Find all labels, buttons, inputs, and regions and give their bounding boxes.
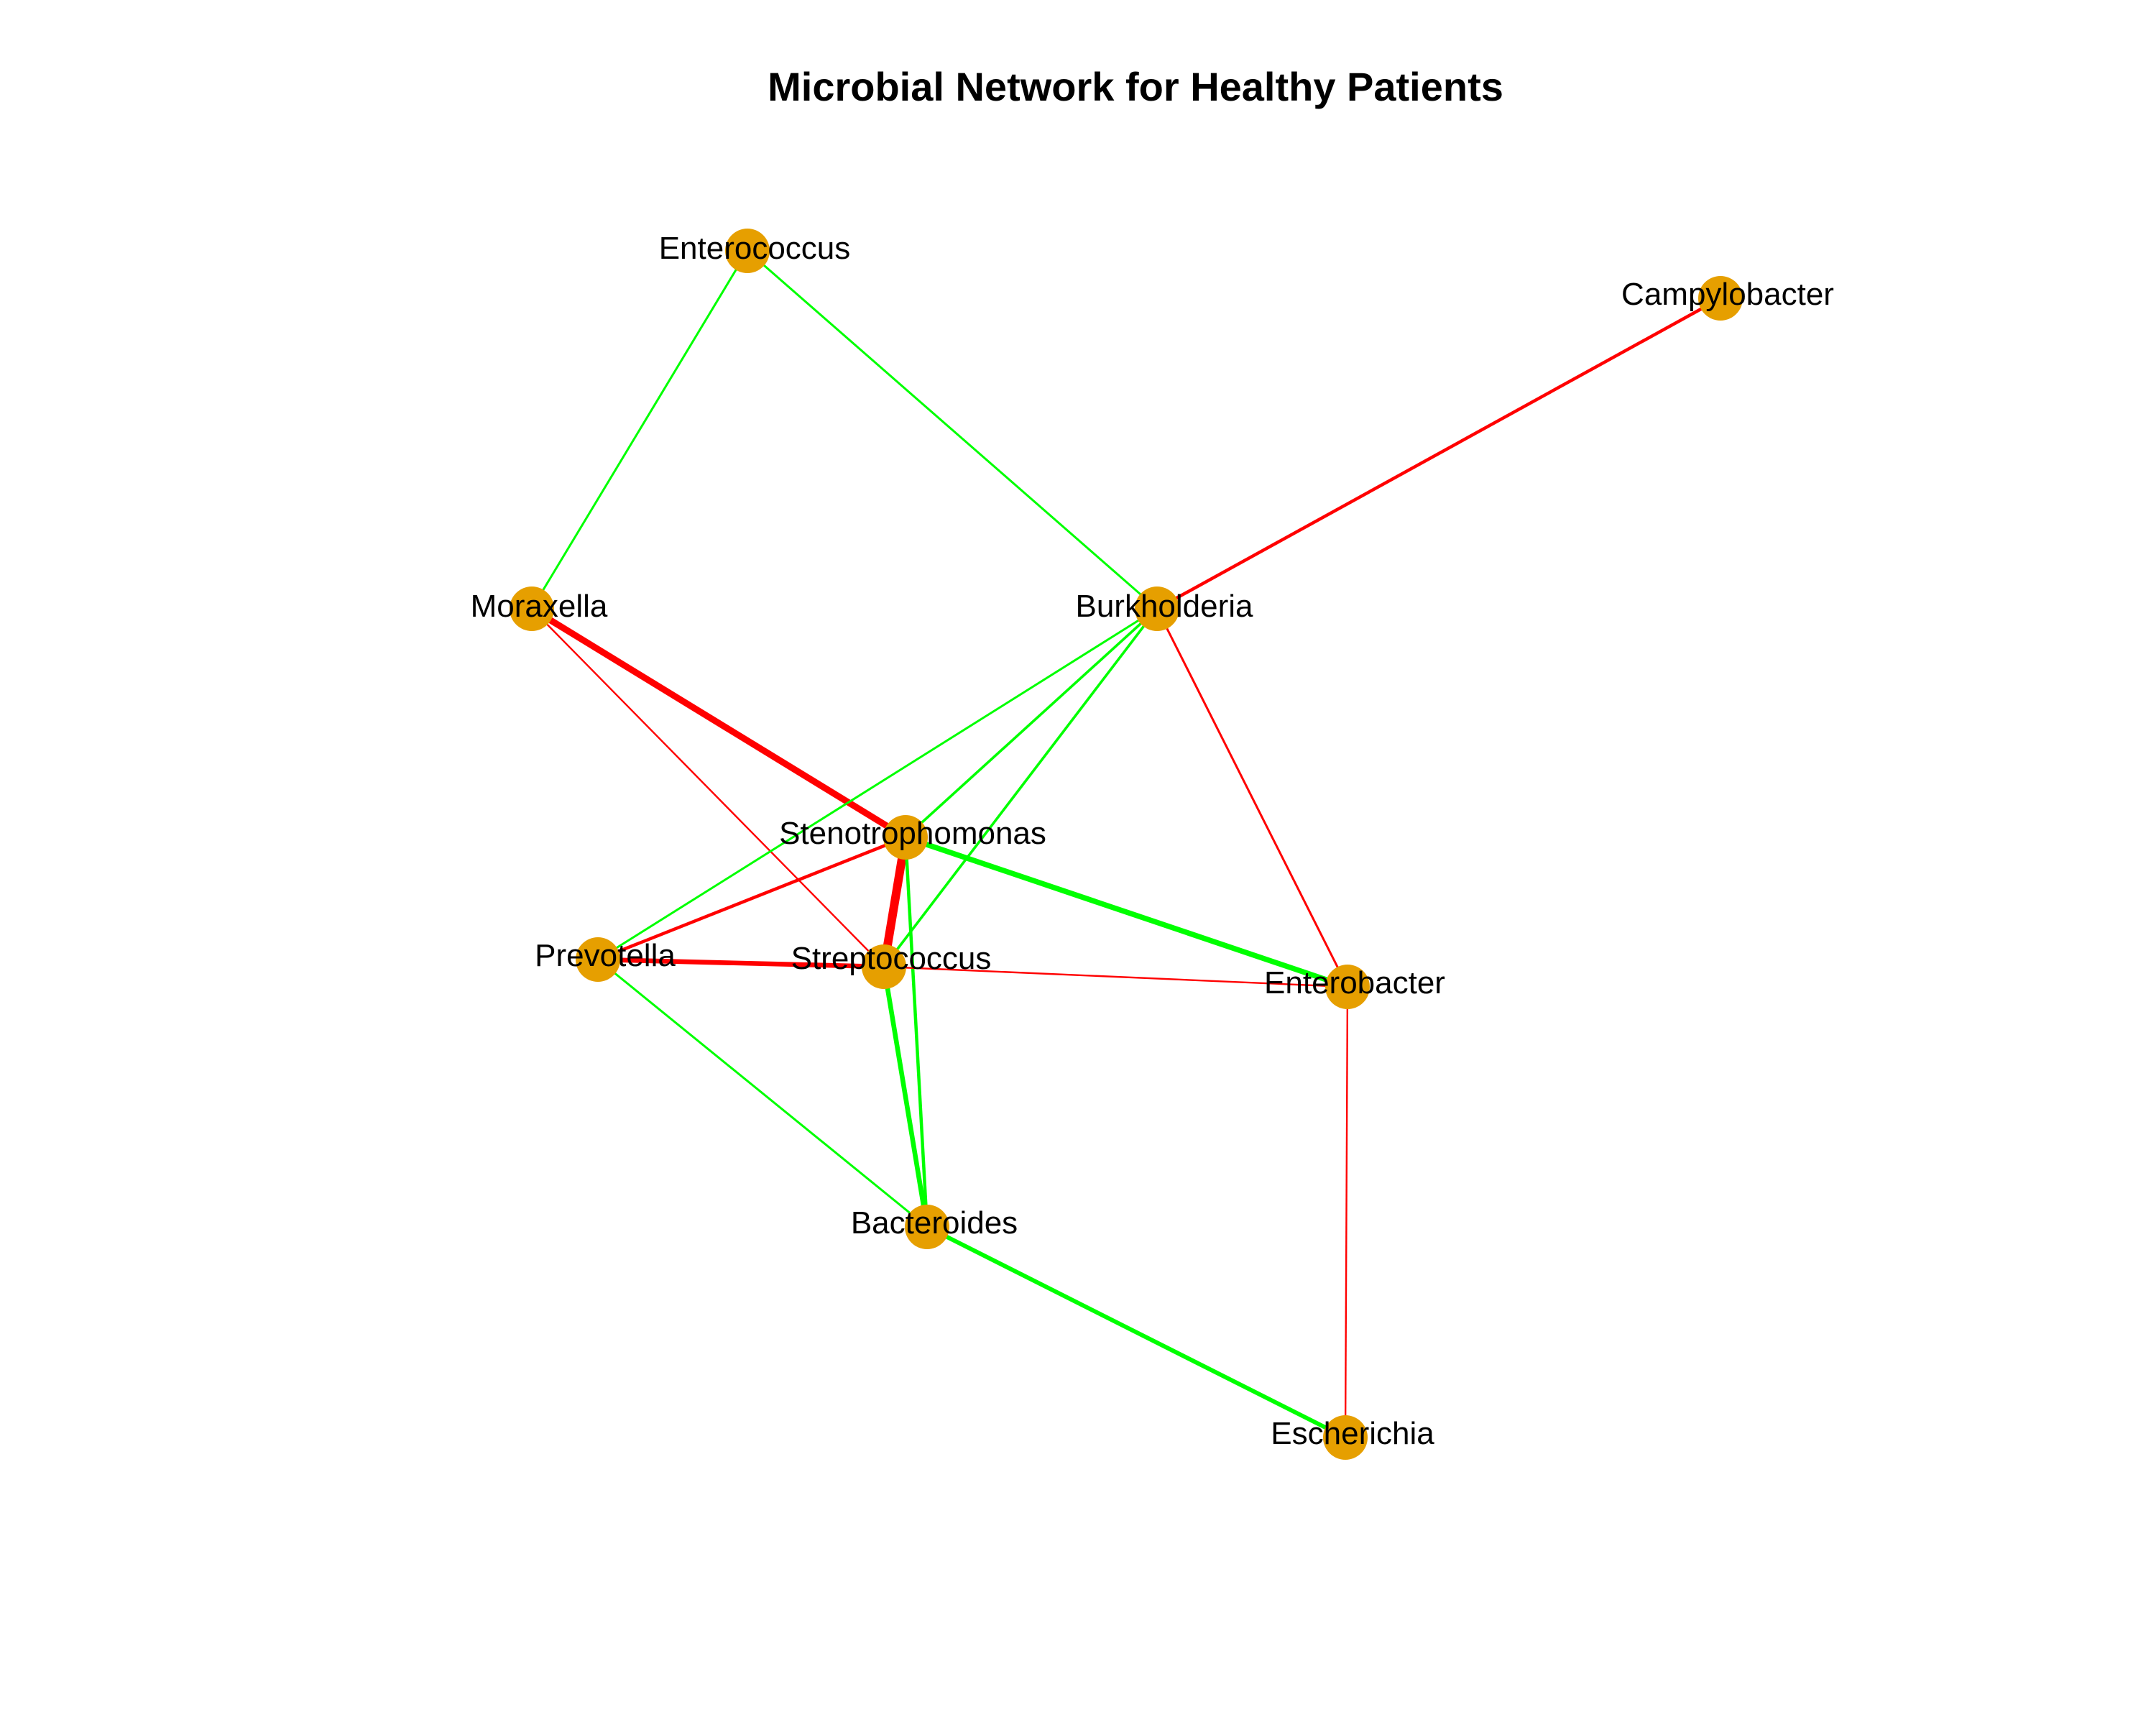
edge-stenotrophomonas-bacteroides [903, 837, 929, 1228]
node-enterobacter[interactable] [1325, 965, 1370, 1009]
node-label-prevotella: Prevotella [535, 938, 676, 973]
node-burkholderia[interactable] [1135, 586, 1179, 631]
edge-burkholderia-enterobacter [1156, 608, 1349, 988]
edge-moraxella-streptococcus [531, 608, 885, 967]
edge-burkholderia-prevotella [597, 607, 1158, 961]
edge-streptococcus-bacteroides [881, 966, 930, 1228]
node-label-burkholderia: Burkholderia [1075, 589, 1253, 624]
edge-stenotrophomonas-enterobacter [904, 834, 1349, 990]
nodes-layer [510, 229, 1743, 1460]
edge-enterobacter-escherichia [1344, 986, 1349, 1438]
edges-layer [530, 249, 1722, 1440]
node-bacteroides[interactable] [905, 1205, 949, 1249]
node-label-moraxella: Moraxella [471, 589, 608, 624]
node-label-stenotrophomonas: Stenotrophomonas [779, 816, 1046, 851]
node-label-enterococcus: Enterococcus [659, 231, 851, 266]
edge-stenotrophomonas-prevotella [597, 835, 906, 962]
node-prevotella[interactable] [576, 937, 620, 982]
edge-campylobacter-burkholderia [1156, 297, 1722, 610]
node-label-enterobacter: Enterobacter [1264, 965, 1445, 1000]
edge-bacteroides-escherichia [926, 1225, 1347, 1440]
edge-enterococcus-burkholderia [747, 249, 1158, 610]
node-label-escherichia: Escherichia [1271, 1416, 1434, 1451]
edge-burkholderia-stenotrophomonas [904, 607, 1158, 839]
edge-prevotella-bacteroides [597, 958, 928, 1228]
node-streptococcus[interactable] [862, 944, 906, 989]
edge-streptococcus-enterobacter [883, 965, 1348, 988]
node-escherichia[interactable] [1323, 1415, 1368, 1460]
node-campylobacter[interactable] [1698, 276, 1743, 321]
node-label-bacteroides: Bacteroides [851, 1205, 1018, 1241]
node-label-campylobacter: Campylobacter [1621, 277, 1834, 312]
node-label-streptococcus: Streptococcus [791, 941, 992, 976]
edge-prevotella-streptococcus [597, 957, 885, 970]
edge-moraxella-stenotrophomonas [530, 606, 908, 840]
node-enterococcus[interactable] [725, 229, 770, 273]
edge-burkholderia-streptococcus [883, 607, 1158, 968]
edge-enterococcus-moraxella [530, 250, 749, 610]
node-stenotrophomonas[interactable] [883, 815, 928, 860]
node-moraxella[interactable] [510, 586, 554, 631]
graph-title: Microbial Network for Healthy Patients [768, 64, 1503, 109]
